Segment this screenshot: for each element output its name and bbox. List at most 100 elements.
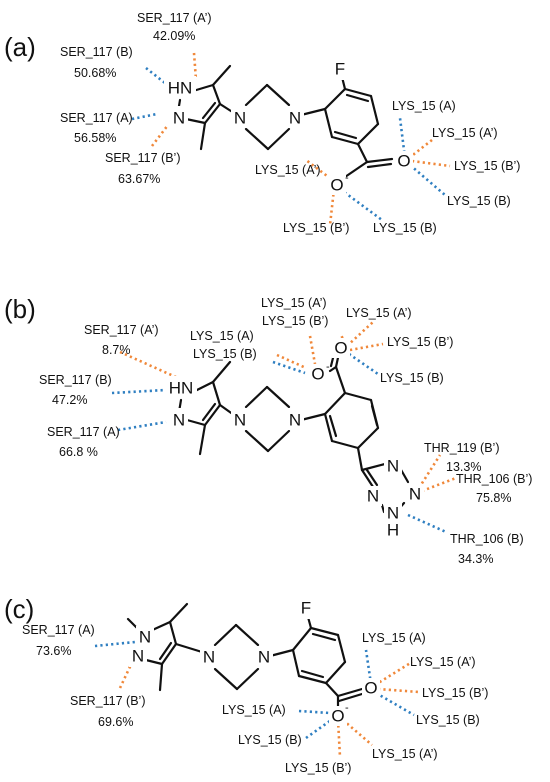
bond — [211, 380, 222, 407]
bond — [211, 360, 232, 384]
bond — [203, 403, 222, 427]
atom-label: N — [132, 647, 144, 666]
bond — [168, 620, 178, 646]
residue-label: THR_106 (B) — [450, 532, 524, 546]
bond — [370, 404, 379, 427]
residue-label: SER_117 (A) — [22, 623, 95, 637]
bond — [213, 667, 239, 691]
atom-label: N — [234, 411, 246, 430]
charge-sign: - — [326, 361, 330, 373]
bond — [311, 632, 337, 642]
bond — [265, 385, 291, 409]
hbond-line — [409, 164, 446, 196]
residue-label: LYS_15 (B) — [416, 713, 480, 727]
bond — [244, 127, 270, 151]
occupancy-label: 42.09% — [153, 29, 195, 43]
bond — [158, 662, 164, 692]
bond — [365, 157, 394, 164]
bond — [323, 391, 347, 416]
hbond-line — [298, 709, 331, 715]
bond — [203, 102, 222, 125]
bond — [356, 446, 364, 472]
bond — [356, 426, 380, 450]
hbond-line — [374, 660, 413, 687]
bond — [268, 648, 295, 658]
bond — [144, 658, 164, 666]
labels-b: SER_117 (A’) 8.7% SER_117 (B) 47.2% SER_… — [39, 296, 532, 566]
bond — [235, 667, 260, 691]
bond — [244, 429, 270, 453]
residue-label: THR_106 (B’) — [456, 472, 532, 486]
atom-label: N — [289, 109, 301, 128]
residue-label: SER_117 (A) — [60, 111, 133, 125]
labels-c: SER_117 (A) 73.6% SER_117 (B’) 69.6% LYS… — [22, 623, 488, 775]
bond — [365, 468, 379, 487]
hbond-line — [375, 691, 415, 717]
residue-label: SER_117 (B’) — [70, 694, 146, 708]
atom-label: N — [367, 487, 379, 506]
bond — [184, 117, 207, 125]
occupancy-label: 75.8% — [476, 491, 511, 505]
atom-label: N — [289, 411, 301, 430]
bond — [328, 365, 338, 373]
atom-label: N — [387, 504, 399, 523]
residue-label: LYS_15 (B’) — [387, 335, 453, 349]
bond — [191, 83, 215, 93]
atom-label: N — [387, 457, 399, 476]
hbond-line — [336, 719, 342, 758]
hbond-line — [342, 719, 373, 746]
bond — [185, 418, 207, 427]
residue-label: LYS_15 (B) — [238, 733, 302, 747]
bond — [291, 626, 313, 652]
residue-label: LYS_15 (B) — [380, 371, 444, 385]
bond — [174, 642, 204, 654]
hbond-line — [421, 476, 457, 493]
bond — [265, 83, 291, 107]
residue-label: LYS_15 (A’) — [255, 163, 321, 177]
atom-label: N — [203, 648, 215, 667]
atom-label: HN — [168, 79, 193, 98]
bond — [343, 160, 369, 179]
atoms-a: HN N N N F O O - — [164, 58, 413, 195]
panel-label-a: (a) — [4, 32, 36, 62]
residue-label: LYS_15 (A) — [190, 329, 254, 343]
occupancy-label: 8.7% — [102, 343, 131, 357]
residue-label: LYS_15 (B’) — [262, 314, 328, 328]
hbond-line — [111, 388, 167, 395]
residue-label: LYS_15 (A) — [222, 703, 286, 717]
bond — [211, 64, 232, 87]
bond — [323, 107, 334, 139]
bond — [356, 122, 380, 146]
atom-label: N — [258, 648, 270, 667]
atom-label: N — [409, 485, 421, 504]
hbond-line — [272, 360, 306, 375]
atom-label: F — [335, 60, 345, 79]
bond — [324, 660, 347, 685]
occupancy-label: 69.6% — [98, 715, 133, 729]
occupancy-label: 34.3% — [458, 552, 493, 566]
residue-label: LYS_15 (A) — [392, 99, 456, 113]
residue-label: LYS_15 (B’) — [422, 686, 488, 700]
bond — [266, 429, 291, 453]
bond — [323, 87, 347, 111]
hbond-line — [117, 420, 167, 432]
atom-label: O — [330, 176, 343, 195]
occupancy-label: 13.3% — [446, 460, 481, 474]
panel-a: (a) — [4, 11, 520, 235]
atom-label: O — [397, 152, 410, 171]
residue-label: LYS_15 (B’) — [285, 761, 351, 775]
residue-label: LYS_15 (A) — [362, 631, 426, 645]
bond — [168, 602, 189, 624]
bond — [244, 385, 269, 409]
bond — [324, 681, 340, 698]
molecule-a — [176, 64, 394, 179]
atom-label: N — [139, 628, 151, 647]
hbond-line — [411, 159, 451, 168]
atom-label: N — [173, 411, 185, 430]
bond — [201, 101, 217, 120]
bond — [266, 127, 291, 151]
atoms-c: N N N N F O O - — [129, 597, 380, 726]
bond — [356, 142, 369, 164]
bond — [336, 687, 364, 698]
hbond-lines-b — [111, 321, 457, 534]
